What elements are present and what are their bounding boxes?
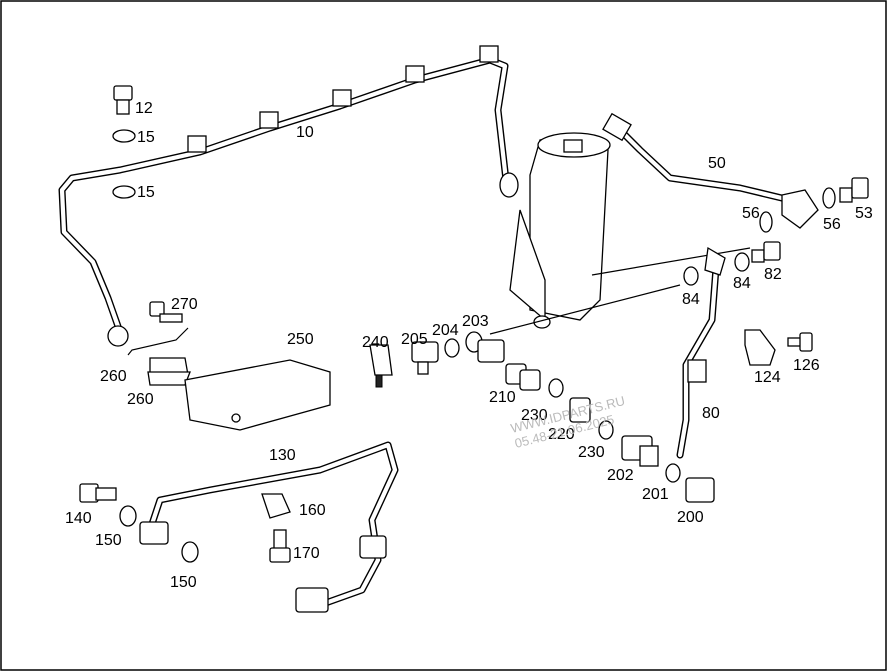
fuel-rail-line	[58, 45, 519, 347]
bolt-270	[149, 301, 183, 323]
part-203	[465, 331, 505, 363]
fuel-line-80	[676, 246, 726, 459]
label-84-right: 84	[733, 275, 751, 292]
valve-202	[621, 435, 659, 467]
washer-84-left	[683, 266, 699, 286]
label-205: 205	[401, 331, 428, 348]
rail-fitting-3	[332, 89, 352, 107]
washer-150-lower	[181, 541, 199, 563]
label-150-lower: 150	[170, 574, 197, 591]
washer-56-right	[822, 187, 836, 209]
washer-15-lower	[112, 185, 136, 199]
label-220: 220	[548, 426, 575, 443]
leader-270	[127, 327, 189, 356]
label-202: 202	[607, 467, 634, 484]
clip-160	[261, 493, 291, 519]
label-80: 80	[702, 405, 720, 422]
bolt-12	[113, 85, 133, 115]
label-82: 82	[764, 266, 782, 283]
label-15-lower: 15	[137, 184, 155, 201]
label-126: 126	[793, 357, 820, 374]
label-124: 124	[754, 369, 781, 386]
clip-124	[744, 329, 776, 366]
bolt-82	[751, 241, 781, 263]
label-270: 270	[171, 296, 198, 313]
label-160: 160	[299, 502, 326, 519]
part-210	[505, 363, 541, 391]
bolt-53	[839, 177, 869, 203]
label-230-upper: 230	[521, 407, 548, 424]
label-130: 130	[269, 447, 296, 464]
clip-240-pin	[375, 374, 383, 388]
label-15-upper: 15	[137, 129, 155, 146]
rail-fitting-5	[479, 45, 499, 63]
banjo-end-left	[107, 325, 129, 347]
label-12: 12	[135, 100, 153, 117]
label-230-lower: 230	[578, 444, 605, 461]
washer-15-upper	[112, 129, 136, 143]
washer-230-upper	[548, 378, 564, 398]
label-210: 210	[489, 389, 516, 406]
bracket-250	[184, 359, 331, 431]
bracket-260-lower	[147, 371, 191, 386]
stud-170	[269, 529, 291, 563]
fuel-line-130	[139, 441, 399, 613]
label-260-lower: 260	[127, 391, 154, 408]
bracket-250-hole	[231, 413, 241, 423]
rail-fitting-2	[259, 111, 279, 129]
banjo-end	[499, 172, 519, 198]
label-250: 250	[287, 331, 314, 348]
fuel-filter	[509, 132, 611, 329]
label-53: 53	[855, 205, 873, 222]
label-56-left: 56	[742, 205, 760, 222]
label-240: 240	[362, 334, 389, 351]
label-170: 170	[293, 545, 320, 562]
guide-line-1	[591, 247, 751, 276]
label-10: 10	[296, 124, 314, 141]
bolt-126	[787, 332, 813, 352]
part-220	[569, 397, 591, 423]
label-200: 200	[677, 509, 704, 526]
clip-240	[369, 344, 393, 376]
washer-204	[444, 338, 460, 358]
label-150-upper: 150	[95, 532, 122, 549]
label-140: 140	[65, 510, 92, 527]
fuel-line-50	[602, 112, 819, 229]
label-56-right: 56	[823, 216, 841, 233]
label-203: 203	[462, 313, 489, 330]
label-204: 204	[432, 322, 459, 339]
washer-84-right	[734, 252, 750, 272]
bolt-140	[79, 483, 117, 503]
label-84-left: 84	[682, 291, 700, 308]
washer-230-lower	[598, 420, 614, 440]
washer-56-left	[759, 211, 773, 233]
rail-fitting-1	[187, 135, 207, 153]
label-201: 201	[642, 486, 669, 503]
label-260-upper: 260	[100, 368, 127, 385]
fitting-200	[685, 477, 715, 503]
valve-205	[411, 341, 439, 375]
washer-201	[665, 463, 681, 483]
washer-150-upper	[119, 505, 137, 527]
label-50: 50	[708, 155, 726, 172]
rail-fitting-4	[405, 65, 425, 83]
guide-line-2	[489, 284, 681, 335]
